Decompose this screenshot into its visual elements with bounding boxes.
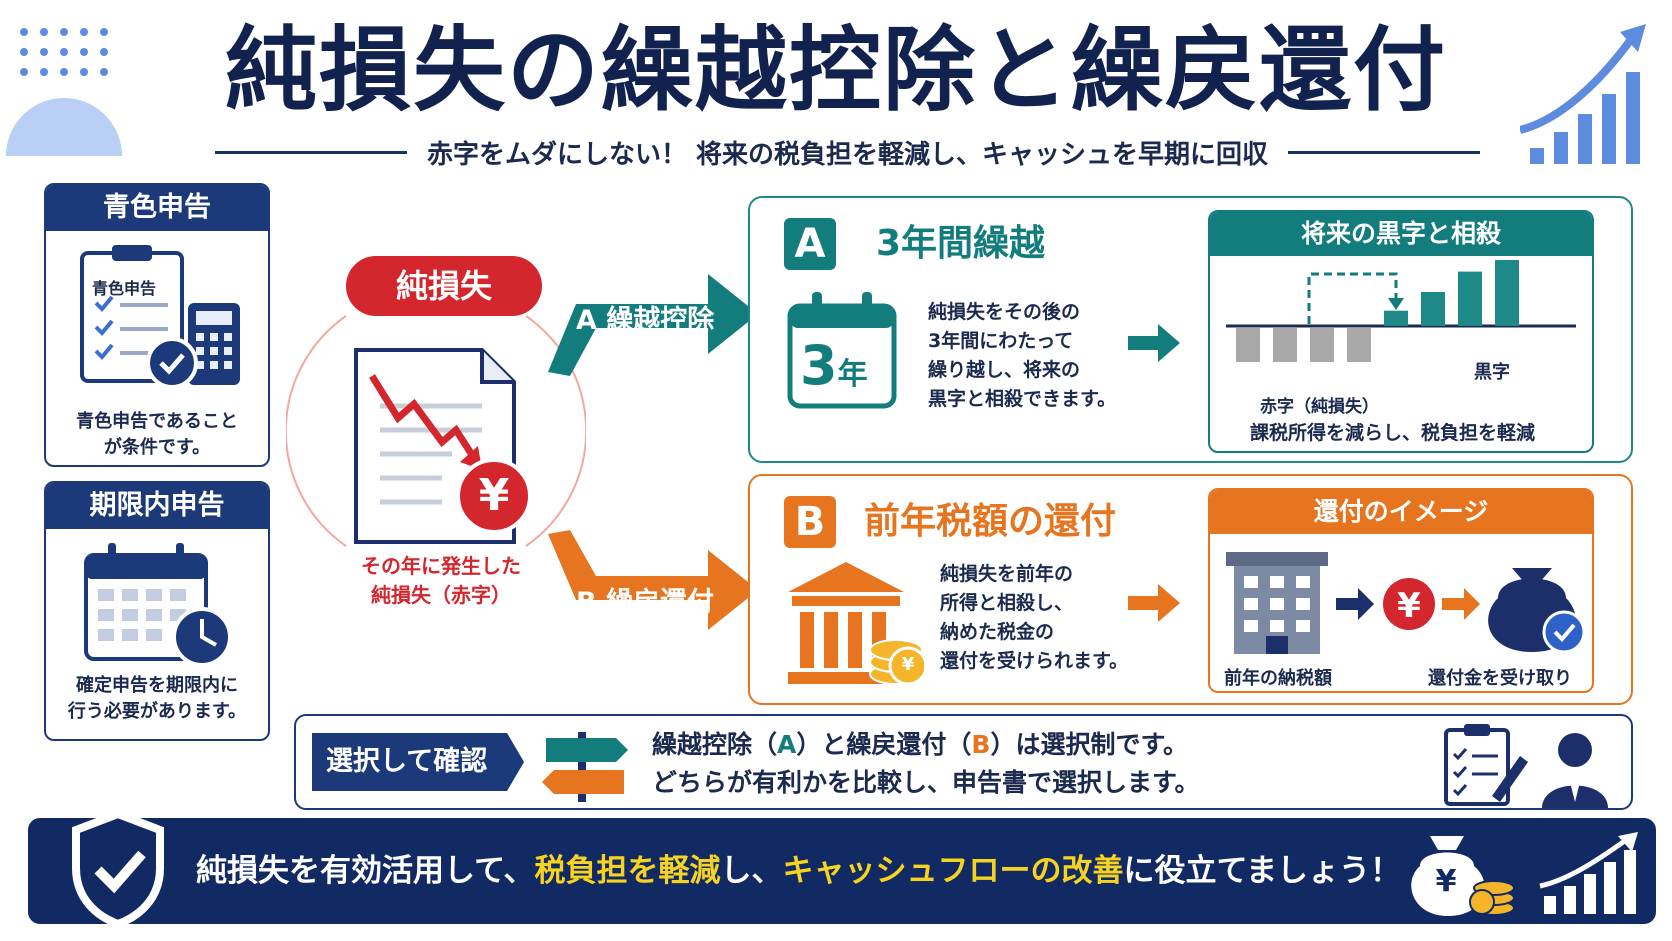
calendar-years-value: 3: [800, 334, 838, 397]
banner-message: 純損失を有効活用して、税負担を軽減し、キャッシュフローの改善に役立てましょう！: [196, 846, 1401, 896]
option-a-desc-line: 繰り越し、将来の: [928, 359, 1081, 381]
option-b-desc-line: 所得と相殺し、: [940, 592, 1074, 614]
banner-text-part: に役立てましょう！: [1123, 853, 1401, 889]
arrow-b-carryback: [548, 530, 758, 630]
half-circle-decoration: [6, 98, 122, 156]
calendar-number: 3年: [800, 336, 868, 409]
calendar-years-unit: 年: [837, 357, 868, 392]
requirement-card-blue-return: 青色申告 青色申告 青色申告であること が条件です。: [44, 183, 270, 467]
requirement-card-deadline: 期限内申告 確定申告を期限内に 行う必要があります。: [44, 481, 270, 741]
net-loss-label: 純損失: [346, 256, 542, 316]
option-a-desc-line: 純損失をその後の: [928, 301, 1081, 323]
offset-note: 課税所得を減らし、税負担を軽減: [1250, 422, 1536, 444]
coin-yen-symbol: ¥: [901, 654, 915, 675]
signpost-icon: [542, 732, 628, 802]
page-title: 純損失の繰越控除と繰戻還付: [224, 17, 1447, 124]
profit-bar: [1384, 310, 1408, 326]
option-a-heading: 3年間繰越: [876, 223, 1046, 264]
selection-text-part: ）は選択制です。: [990, 730, 1188, 759]
calendar-clock-icon: [84, 543, 232, 667]
requirement-caption-line2: 行う必要があります。: [67, 701, 247, 722]
loss-circle-outline: [286, 315, 586, 547]
arrow-right-icon-a: [1128, 324, 1180, 362]
requirement-caption-line1: 確定申告を期限内に: [76, 675, 238, 696]
clipboard-pen-icon: [1444, 724, 1528, 806]
calendar-3-years-icon: [787, 292, 897, 409]
option-b-description: 純損失を前年の 所得と相殺し、 納めた税金の 還付を受けられます。: [940, 560, 1128, 676]
clipboard-label: 青色申告: [92, 279, 157, 298]
money-bag-coins-icon: [1411, 836, 1515, 916]
dot-grid-decoration: [20, 28, 108, 76]
option-b-desc-line: 還付を受けられます。: [940, 650, 1129, 672]
subtitle-line-right: [1288, 150, 1480, 154]
subtitle-row: 赤字をムダにしない！ 将来の税負担を軽減し、キャッシュを早期に回収: [215, 132, 1480, 172]
profit-bar: [1458, 271, 1482, 326]
option-b-desc-line: 納めた税金の: [940, 621, 1055, 643]
option-a-desc-line: 3年間にわたって: [928, 330, 1074, 352]
banner-highlight: キャッシュフローの改善: [782, 853, 1124, 889]
loss-bar: [1273, 328, 1297, 362]
prior-tax-label: 前年の納税額: [1224, 668, 1332, 689]
offset-dashed-arrow: [1307, 272, 1398, 324]
selection-text-part: 繰越控除（: [652, 730, 778, 759]
profit-bar: [1421, 292, 1445, 326]
refund-yen-symbol: ¥: [1397, 586, 1421, 626]
selection-a-marker: A: [777, 730, 797, 759]
arrow-b-label: B 繰戻還付: [576, 587, 714, 618]
option-b-desc-line: 純損失を前年の: [940, 563, 1074, 585]
offset-arrowhead: [1388, 298, 1404, 310]
banner-text-part: し、: [720, 853, 783, 889]
loss-document-icon: [354, 348, 532, 544]
loss-bar: [1236, 328, 1260, 362]
growth-chart-icon: [1520, 24, 1646, 164]
arrow-a-label: A 繰越控除: [576, 305, 715, 336]
option-b-heading: 前年税額の還付: [864, 501, 1117, 542]
person-icon: [1542, 733, 1608, 808]
loss-caption-line2: 純損失（赤字）: [371, 583, 511, 607]
option-a-badge: A: [784, 218, 836, 270]
loss-yen-symbol: ¥: [478, 470, 510, 521]
loss-bar: [1310, 328, 1334, 362]
selection-text-part: ）と繰戻還付（: [796, 730, 972, 759]
tax-office-coins-icon: [788, 562, 924, 686]
offset-image-box: 将来の黒字と相殺: [1208, 210, 1594, 453]
selection-b-marker: B: [971, 730, 991, 759]
option-a-description: 純損失をその後の 3年間にわたって 繰り越し、将来の 黒字と相殺できます。: [928, 298, 1116, 414]
shield-check-icon: [72, 809, 164, 928]
selection-text: 繰越控除（A）と繰戻還付（B）は選択制です。 どちらが有利かを比較し、申告書で選…: [652, 726, 1200, 802]
offset-image-title: 将来の黒字と相殺: [1210, 212, 1592, 256]
option-b-badge: B: [784, 496, 836, 548]
clipboard-checklist-icon: [80, 245, 240, 389]
offset-bar-chart: [1226, 260, 1576, 362]
bottom-banner: [28, 818, 1656, 924]
subtitle-line-left: [215, 150, 407, 154]
requirement-title: 期限内申告: [46, 483, 268, 529]
banner-highlight: 税負担を軽減: [534, 853, 721, 889]
page-subtitle: 赤字をムダにしない！ 将来の税負担を軽減し、キャッシュを早期に回収: [426, 139, 1269, 170]
refund-flow-icons: [1226, 552, 1586, 654]
arrow-right-icon-b: [1128, 584, 1180, 622]
requirement-caption-line2: が条件です。: [103, 437, 211, 458]
arrow-a-carryforward: [548, 274, 758, 376]
selection-line2: どちらが有利かを比較し、申告書で選択します。: [652, 768, 1200, 797]
banner-text-part: 純損失を有効活用して、: [196, 853, 535, 889]
receive-refund-label: 還付金を受け取り: [1428, 668, 1572, 689]
requirement-caption-line1: 青色申告であること: [76, 411, 238, 432]
requirement-title: 青色申告: [46, 185, 268, 231]
loss-bar: [1347, 328, 1371, 362]
option-a-desc-line: 黒字と相殺できます。: [928, 388, 1117, 410]
loss-caption-line1: その年に発生した: [361, 554, 521, 578]
refund-image-title: 還付のイメージ: [1210, 490, 1592, 534]
profit-bar: [1495, 260, 1519, 326]
money-bag-yen-symbol: ¥: [1435, 864, 1457, 899]
loss-bar-label: 赤字（純損失）: [1260, 397, 1379, 417]
selection-line1: 繰越控除（A）と繰戻還付（B）は選択制です。: [652, 726, 1200, 764]
selection-tag: 選択して確認: [312, 733, 524, 791]
loss-caption: その年に発生した 純損失（赤字）: [316, 552, 566, 610]
profit-label: 黒字: [1474, 362, 1510, 383]
rising-bars-icon: [1539, 832, 1638, 914]
